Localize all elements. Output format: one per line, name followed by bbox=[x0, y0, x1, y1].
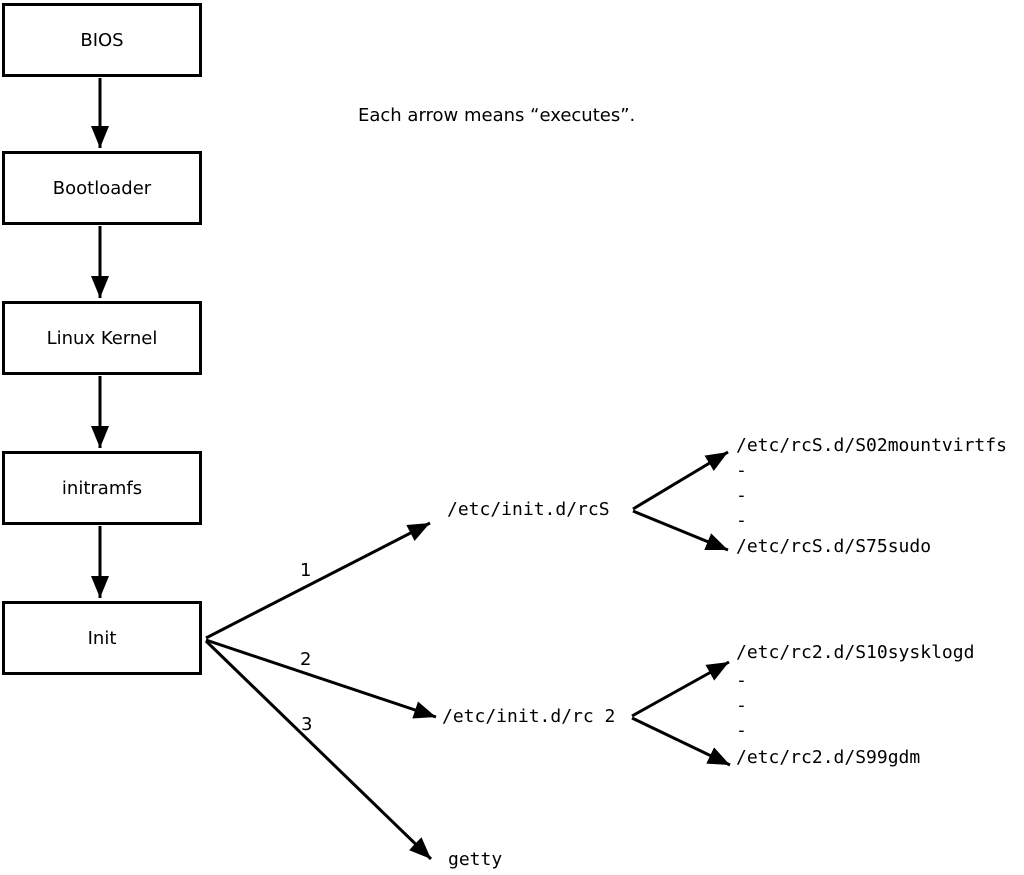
box-linux-kernel-label: Linux Kernel bbox=[46, 327, 158, 349]
arrow-rc2-to-s10sysklogd bbox=[631, 660, 730, 718]
box-init: Init bbox=[2, 601, 202, 675]
node-rcs-ellipsis-3: - bbox=[736, 510, 747, 532]
box-bootloader-label: Bootloader bbox=[52, 177, 152, 199]
node-rc2-s10sysklogd: /etc/rc2.d/S10sysklogd bbox=[736, 642, 975, 664]
node-rc2-ellipsis-1: - bbox=[736, 670, 747, 692]
box-bios-label: BIOS bbox=[80, 29, 124, 51]
node-rc2-ellipsis-2: - bbox=[736, 695, 747, 717]
box-init-label: Init bbox=[87, 627, 117, 649]
node-rc2-s99gdm: /etc/rc2.d/S99gdm bbox=[736, 747, 921, 769]
box-bios: BIOS bbox=[2, 3, 202, 77]
arrow-order-1: 1 bbox=[300, 560, 312, 582]
node-rcs-ellipsis-2: - bbox=[736, 485, 747, 507]
node-getty: getty bbox=[448, 849, 503, 871]
node-etc-init-d-rcs: /etc/init.d/rcS bbox=[447, 499, 610, 521]
arrow-rc2-to-s99gdm bbox=[631, 716, 731, 767]
node-rcs-s02mountvirtfs: /etc/rcS.d/S02mountvirtfs bbox=[736, 435, 1007, 457]
box-initramfs: initramfs bbox=[2, 451, 202, 525]
node-rcs-s75sudo: /etc/rcS.d/S75sudo bbox=[736, 536, 932, 558]
arrow-order-2: 2 bbox=[300, 649, 312, 671]
node-etc-init-d-rc2: /etc/init.d/rc 2 bbox=[442, 706, 616, 728]
arrow-init-to-rc2 bbox=[205, 638, 437, 719]
node-rc2-ellipsis-3: - bbox=[736, 720, 747, 742]
arrow-rcs-to-s02mountvirtfs bbox=[632, 450, 729, 511]
note-arrow-meaning: Each arrow means “executes”. bbox=[358, 105, 636, 127]
arrow-order-3: 3 bbox=[301, 714, 313, 736]
arrow-init-to-rcs bbox=[205, 521, 431, 640]
box-linux-kernel: Linux Kernel bbox=[2, 301, 202, 375]
box-initramfs-label: initramfs bbox=[61, 477, 143, 499]
node-rcs-ellipsis-1: - bbox=[736, 460, 747, 482]
arrow-rcs-to-s75sudo bbox=[632, 509, 729, 552]
box-bootloader: Bootloader bbox=[2, 151, 202, 225]
arrow-init-to-getty bbox=[204, 639, 433, 861]
